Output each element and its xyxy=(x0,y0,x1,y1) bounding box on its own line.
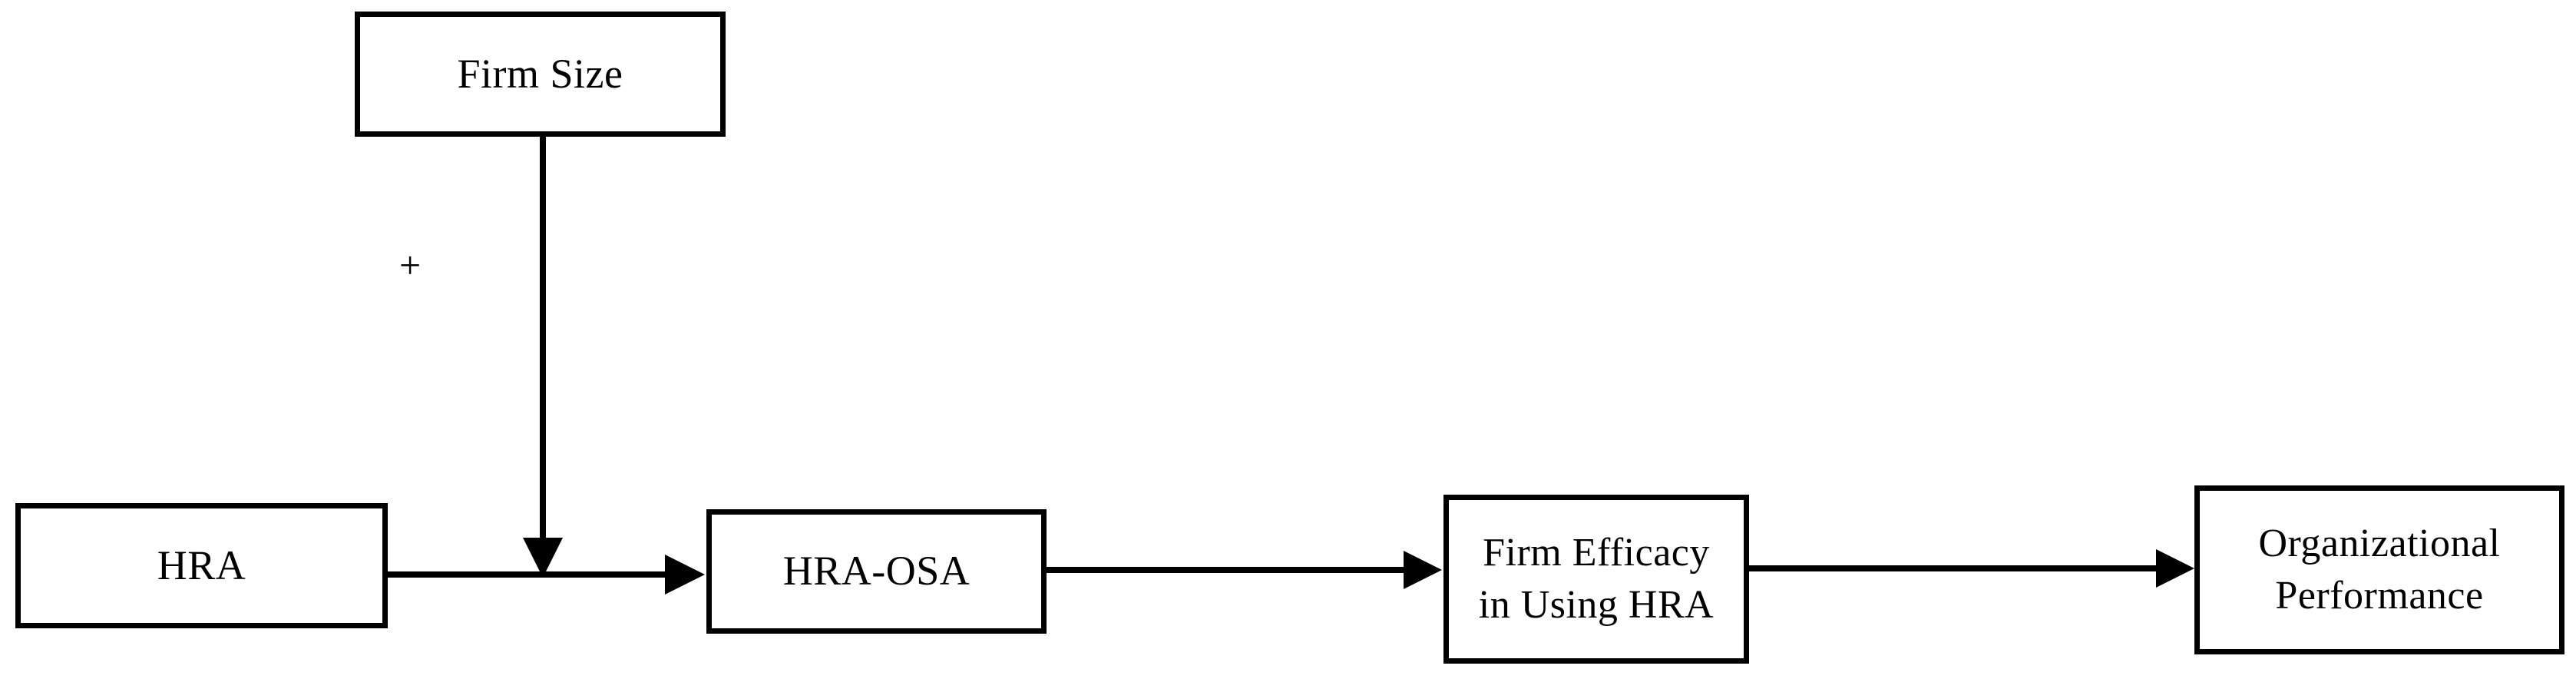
edge-firm-size-moderator xyxy=(523,137,563,578)
node-hra[interactable]: HRA xyxy=(15,503,388,628)
moderation-plus-sign: + xyxy=(399,243,422,287)
node-firm-efficacy[interactable]: Firm Efficacy in Using HRA xyxy=(1443,495,1749,664)
node-firm-efficacy-label: Firm Efficacy in Using HRA xyxy=(1478,531,1715,627)
edge-hra-osa-to-firm-efficacy xyxy=(1047,551,1442,589)
edge-hra-to-hra-osa xyxy=(388,555,705,595)
node-organizational-performance[interactable]: Organizational Performance xyxy=(2194,485,2564,654)
node-hra-label: HRA xyxy=(157,542,246,588)
node-firm-size-label: Firm Size xyxy=(457,50,623,97)
edge-firm-efficacy-to-org-performance xyxy=(1749,549,2194,588)
node-hra-osa[interactable]: HRA-OSA xyxy=(706,509,1047,634)
node-hra-osa-label: HRA-OSA xyxy=(782,548,971,595)
node-organizational-performance-label: Organizational Performance xyxy=(2258,522,2501,618)
node-firm-size[interactable]: Firm Size xyxy=(355,12,726,137)
